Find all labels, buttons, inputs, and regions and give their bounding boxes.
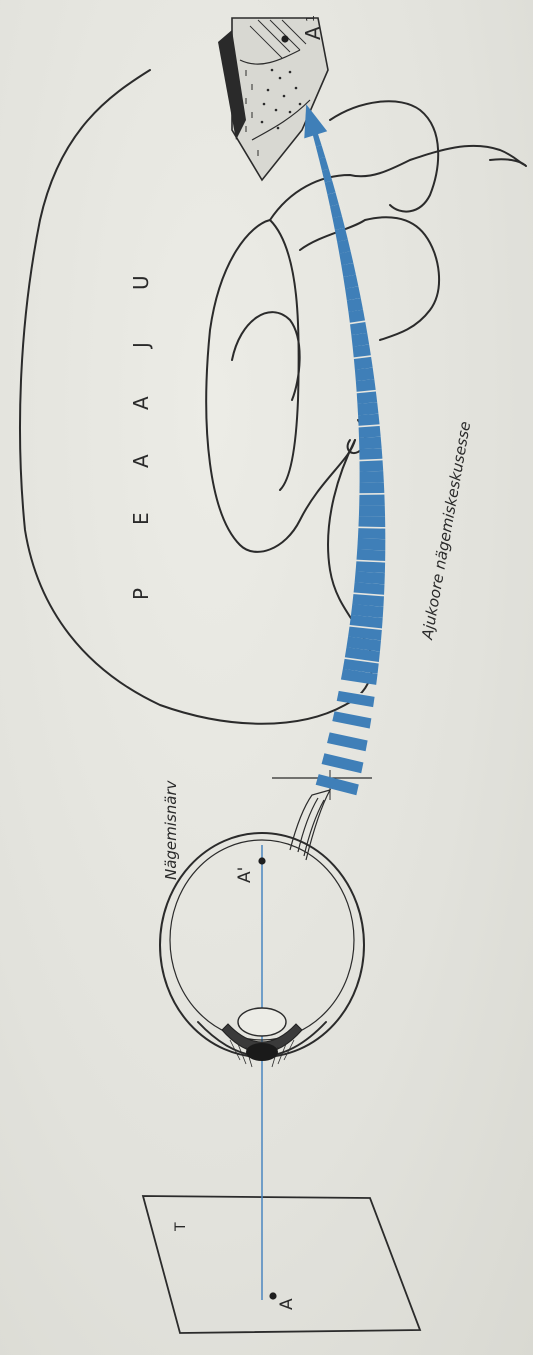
- visual-cortex: A 1: [218, 15, 328, 180]
- brain-letter-a-2: A: [129, 396, 153, 410]
- pathway-segment: [322, 169, 332, 183]
- retina-point-label: A': [235, 867, 255, 883]
- cortex-point-a1: [281, 35, 288, 42]
- pathway-segment: [360, 471, 384, 483]
- pathway-segment: [358, 527, 385, 539]
- pathway-segment: [358, 516, 385, 528]
- brain-letter-a: A: [129, 454, 153, 468]
- pathway-segment: [359, 505, 385, 516]
- pathway-segment: [319, 157, 329, 171]
- pathway-segment: [332, 216, 344, 230]
- pathway-segment: [360, 460, 384, 472]
- brain-letter-p: P: [129, 588, 153, 600]
- optic-nerve-label: Nägemisnärv: [162, 779, 180, 880]
- cerebrum-outline: [20, 70, 372, 724]
- brain-letter-e: E: [129, 512, 153, 525]
- pathway-segment: [345, 286, 361, 300]
- pathway-segment: [325, 181, 336, 195]
- visual-pathway-arrow: [304, 104, 386, 795]
- pathway-segment: [355, 368, 374, 382]
- pathway-segment: [359, 448, 382, 460]
- pathway-segment: [327, 192, 338, 206]
- visual-pathway-label: Ajukoore nägemiskeskusesse: [418, 420, 474, 642]
- brain: A 1 P E A A J U: [20, 15, 526, 724]
- pathway-segment: [357, 402, 378, 415]
- pathway-segment: [347, 298, 363, 312]
- retina-point-a-prime: [258, 857, 265, 864]
- lens: [238, 1008, 286, 1036]
- pathway-separator: [359, 459, 384, 460]
- object-plane: A T: [143, 1196, 420, 1333]
- pathway-segment: [359, 437, 382, 450]
- pathway-arrowhead: [304, 104, 327, 138]
- object-point-a: [269, 1292, 276, 1299]
- brain-letter-j: J: [129, 342, 153, 350]
- pathway-segment: [357, 538, 385, 550]
- cortex-point-label: A: [301, 26, 325, 40]
- brain-stem-top: [270, 146, 525, 220]
- pathway-segment: [359, 482, 384, 494]
- pathway-segment: [337, 240, 351, 254]
- pathway-segment: [351, 333, 369, 347]
- pathway-segment: [316, 145, 325, 159]
- pathway-segment: [339, 251, 353, 265]
- object-point-a-label: A: [277, 1298, 297, 1310]
- fornix-loop: [232, 312, 300, 400]
- brain-letters: P E A A J U: [129, 275, 153, 600]
- pathway-segment: [355, 571, 385, 584]
- brain-letter-u: U: [129, 275, 153, 290]
- object-plane-outline: [143, 1196, 420, 1333]
- pathway-segment: [330, 204, 342, 218]
- pathway-segment: [341, 263, 356, 277]
- pons: [300, 217, 439, 340]
- corpus-callosum: [270, 220, 299, 490]
- pupil: [246, 1043, 278, 1061]
- pathway-segment: [359, 494, 385, 505]
- cortex-point-subscript: 1: [304, 15, 317, 22]
- pathway-segment: [343, 275, 358, 289]
- plane-letter-t: T: [173, 1222, 189, 1232]
